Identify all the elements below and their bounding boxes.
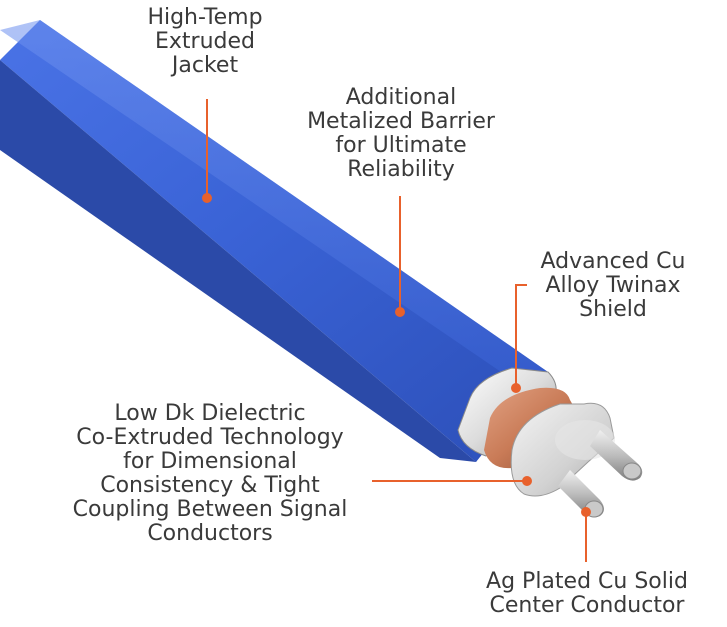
callout-dielectric: Low Dk Dielectric Co-Extruded Technology… [55, 402, 365, 546]
callout-dielectric-line-3: for Dimensional [123, 449, 297, 474]
callout-conductor-line-2: Center Conductor [489, 593, 685, 618]
callout-shield: Advanced Cu Alloy Twinax Shield [528, 250, 698, 322]
callout-dielectric-line-2: Co-Extruded Technology [76, 425, 344, 450]
leader-lines [202, 99, 591, 562]
callout-dielectric-line-5: Coupling Between Signal [72, 497, 348, 522]
center-conductor-upper [590, 430, 643, 481]
callout-barrier-line-1: Additional [345, 85, 457, 110]
callout-shield-line-3: Shield [579, 297, 647, 322]
callout-conductor-line-1: Ag Plated Cu Solid [486, 569, 688, 594]
callout-dielectric-line-4: Consistency & Tight [100, 473, 320, 498]
callout-barrier-line-3: for Ultimate [335, 133, 467, 158]
callout-jacket-line-2: Extruded [155, 29, 255, 54]
callout-dielectric-line-1: Low Dk Dielectric [114, 401, 306, 426]
callout-shield-line-1: Advanced Cu [540, 249, 686, 274]
callout-shield-line-2: Alloy Twinax [545, 273, 681, 298]
callout-jacket-line-3: Jacket [171, 53, 239, 78]
leader-line-shield [515, 284, 527, 388]
center-conductor-lower [558, 470, 604, 518]
callout-barrier-line-2: Metalized Barrier [307, 109, 495, 134]
callout-conductor: Ag Plated Cu Solid Center Conductor [462, 570, 712, 618]
cable-jacket [0, 20, 548, 462]
callout-jacket: High-Temp Extruded Jacket [130, 6, 280, 78]
callout-barrier: Additional Metalized Barrier for Ultimat… [296, 86, 506, 182]
callout-dielectric-line-6: Conductors [147, 521, 273, 546]
callout-barrier-line-4: Reliability [347, 157, 455, 182]
callout-jacket-line-1: High-Temp [147, 5, 263, 30]
